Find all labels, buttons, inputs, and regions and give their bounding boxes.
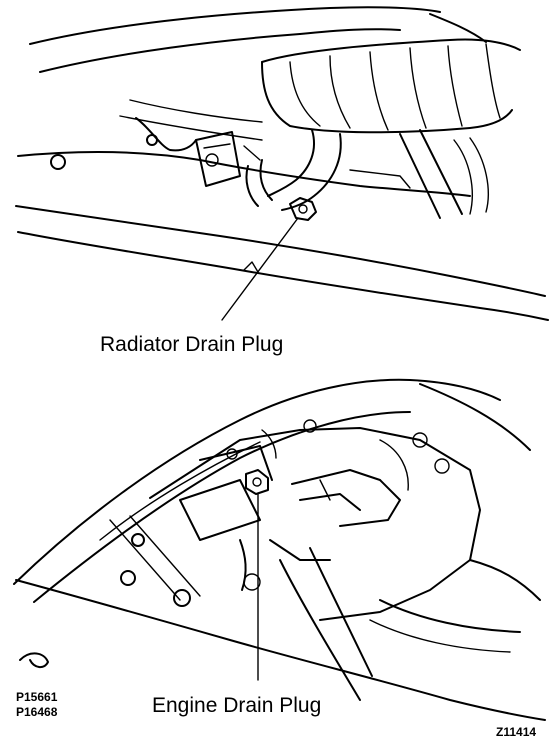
part-code-2: P16468 — [16, 705, 58, 719]
figure-code: Z11414 — [496, 725, 536, 739]
engine-drain-plug-label: Engine Drain Plug — [152, 694, 321, 717]
engine-illustration — [13, 378, 546, 721]
part-code-1: P15661 — [16, 690, 58, 704]
radiator-illustration — [15, 6, 549, 321]
radiator-drain-plug-label: Radiator Drain Plug — [100, 333, 283, 356]
radiator-leader-line — [221, 217, 299, 321]
